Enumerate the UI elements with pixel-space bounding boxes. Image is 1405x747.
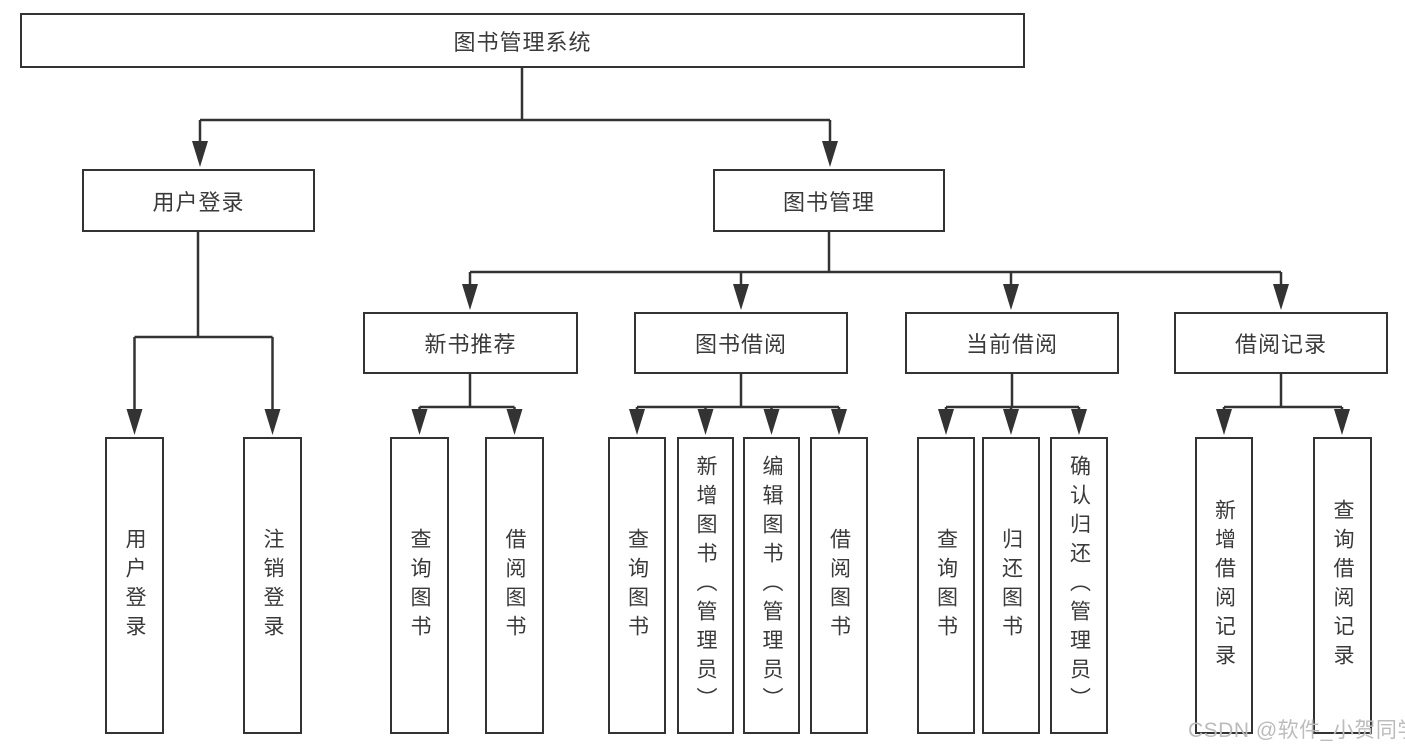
leaf-edit-book-admin-label: 编辑图书（管理员） bbox=[760, 455, 783, 716]
leaf-logout: 注销登录 bbox=[243, 437, 302, 734]
leaf-borrow-books-recommend-label: 借阅图书 bbox=[503, 527, 526, 644]
leaf-add-borrow-record-label: 新增借阅记录 bbox=[1212, 498, 1236, 673]
leaf-return-book: 归还图书 bbox=[982, 437, 1040, 734]
watermark-text: CSDN @软件_小贺同学 bbox=[1188, 719, 1405, 742]
connector-borrow-records-to-leaves bbox=[1216, 374, 1350, 435]
leaf-query-books-current: 查询图书 bbox=[917, 437, 975, 734]
node-new-book-recommend-label: 新书推荐 bbox=[424, 332, 517, 357]
leaf-query-books-borrow-label: 查询图书 bbox=[625, 527, 649, 644]
leaf-return-book-label: 归还图书 bbox=[999, 527, 1023, 644]
node-user-login-label: 用户登录 bbox=[152, 189, 245, 215]
leaf-user-login-label: 用户登录 bbox=[123, 527, 146, 644]
connector-user-login-to-leaves bbox=[126, 232, 281, 435]
leaf-confirm-return-admin: 确认归还（管理员） bbox=[1050, 437, 1108, 734]
leaf-query-books-current-label: 查询图书 bbox=[934, 527, 958, 644]
leaf-borrow-books-label: 借阅图书 bbox=[827, 527, 851, 644]
leaf-edit-book-admin: 编辑图书（管理员） bbox=[743, 437, 800, 734]
node-borrow-records: 借阅记录 bbox=[1174, 312, 1388, 374]
node-new-book-recommend: 新书推荐 bbox=[363, 312, 578, 374]
node-borrow-records-label: 借阅记录 bbox=[1234, 332, 1327, 357]
leaf-add-book-admin-label: 新增图书（管理员） bbox=[694, 455, 717, 716]
node-book-borrow: 图书借阅 bbox=[634, 312, 848, 374]
node-user-login: 用户登录 bbox=[82, 169, 315, 232]
node-book-borrow-label: 图书借阅 bbox=[694, 332, 787, 357]
leaf-confirm-return-admin-label: 确认归还（管理员） bbox=[1067, 455, 1091, 716]
leaf-query-borrow-record: 查询借阅记录 bbox=[1313, 437, 1372, 734]
node-book-management-label: 图书管理 bbox=[782, 189, 875, 215]
node-current-borrow-label: 当前借阅 bbox=[965, 332, 1058, 357]
leaf-query-books-recommend: 查询图书 bbox=[390, 437, 449, 734]
connector-book-borrow-to-leaves bbox=[629, 374, 847, 435]
leaf-query-borrow-record-label: 查询借阅记录 bbox=[1331, 498, 1354, 673]
node-book-management: 图书管理 bbox=[713, 169, 945, 232]
node-root-system: 图书管理系统 bbox=[20, 13, 1025, 68]
connector-root-to-level2 bbox=[192, 68, 838, 167]
connector-current-borrow-to-leaves bbox=[938, 374, 1087, 435]
leaf-borrow-books: 借阅图书 bbox=[810, 437, 868, 734]
leaf-query-books-recommend-label: 查询图书 bbox=[408, 527, 431, 644]
leaf-add-borrow-record: 新增借阅记录 bbox=[1195, 437, 1253, 734]
leaf-user-login: 用户登录 bbox=[105, 437, 164, 734]
connector-new-book-recommend-to-leaves bbox=[411, 374, 523, 435]
leaf-add-book-admin: 新增图书（管理员） bbox=[677, 437, 734, 734]
node-current-borrow: 当前借阅 bbox=[905, 312, 1119, 374]
connector-book-management-to-level3 bbox=[462, 232, 1289, 310]
node-root-system-label: 图书管理系统 bbox=[453, 29, 592, 55]
leaf-logout-label: 注销登录 bbox=[261, 527, 284, 644]
leaf-query-books-borrow: 查询图书 bbox=[608, 437, 666, 734]
leaf-borrow-books-recommend: 借阅图书 bbox=[485, 437, 544, 734]
